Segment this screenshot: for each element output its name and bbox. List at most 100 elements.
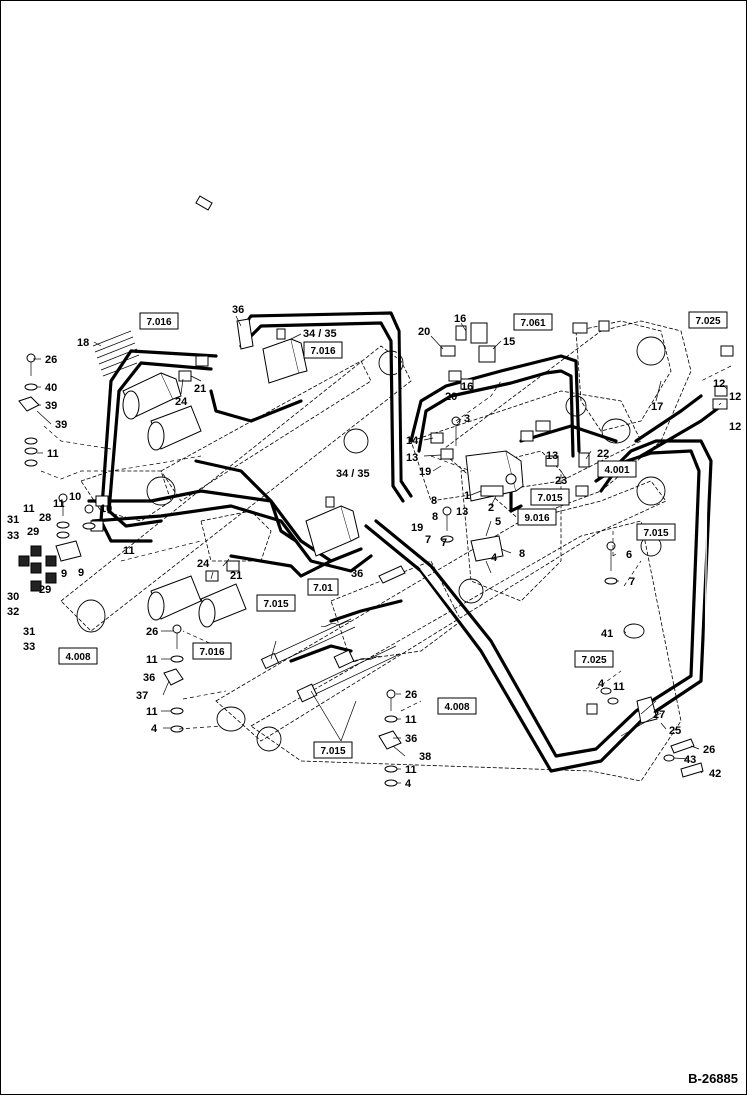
ref-box: 7.01: [307, 578, 339, 596]
callout: 38: [419, 751, 431, 763]
svg-text:7.025: 7.025: [695, 316, 720, 327]
callout: 16: [454, 313, 466, 325]
ref-box: 7.016: [303, 341, 343, 359]
svg-text:9.016: 9.016: [524, 513, 549, 524]
callout: 20: [418, 326, 430, 338]
callout: 43: [684, 754, 696, 766]
svg-text:7.01: 7.01: [313, 583, 333, 594]
cylinder-lower-left: [260, 618, 356, 670]
svg-text:4.001: 4.001: [604, 465, 629, 476]
reference-boxes: 7.016 7.016 7.016 7.061 7.025 7.025 4.00…: [58, 311, 728, 759]
callout: 33: [7, 530, 19, 542]
callout: 8: [432, 511, 438, 523]
callout: 23: [555, 475, 567, 487]
svg-text:7.015: 7.015: [643, 528, 668, 539]
ref-box: 7.015: [530, 488, 570, 506]
callout: 2: [488, 502, 494, 514]
svg-text:7.015: 7.015: [263, 599, 288, 610]
hose-inner-highlights: [104, 316, 708, 767]
callout: 8: [431, 495, 437, 507]
callout: 36: [405, 733, 417, 745]
callout: 10: [69, 491, 81, 503]
callout: 31: [7, 514, 19, 526]
callout: 14: [406, 435, 419, 447]
callout: 37: [136, 690, 148, 702]
callout: 25: [669, 725, 681, 737]
coil-spring: [92, 330, 140, 377]
callout: 11: [405, 764, 417, 776]
drawing-number: B-26885: [688, 1071, 738, 1086]
item-callouts: 26 40 39 39 11 18 36 34 / 35 20 16 15 21…: [7, 304, 741, 790]
callout: 6: [626, 549, 632, 561]
callout: 11: [146, 706, 158, 718]
hydraulic-hoses: [87, 311, 723, 773]
callout: 11: [53, 498, 65, 510]
callout: 13: [546, 450, 558, 462]
callout: 11: [47, 448, 59, 460]
callout: 39: [45, 400, 57, 412]
callout: 40: [45, 382, 57, 394]
couplers-and-fittings: [18, 195, 734, 787]
callout: 7: [441, 537, 447, 549]
callout: 1: [464, 490, 470, 502]
callout: 12: [729, 421, 741, 433]
callout: 26: [703, 744, 715, 756]
ref-box: 4.008: [437, 697, 477, 715]
callout: 36: [232, 304, 244, 316]
callout: 33: [23, 641, 35, 653]
callout: 36: [351, 568, 363, 580]
ref-box: 7.061: [513, 313, 553, 331]
svg-text:7.025: 7.025: [581, 655, 606, 666]
callout: 9: [78, 567, 84, 579]
callout: 28: [39, 512, 51, 524]
callout: 32: [7, 606, 19, 618]
ref-box: 7.025: [688, 311, 728, 329]
callout: 9: [61, 568, 67, 580]
callout: 19: [419, 466, 431, 478]
valve-block-center: [465, 450, 524, 502]
ref-box: 4.008: [58, 647, 98, 665]
callout: 21: [230, 570, 242, 582]
callout: 3: [464, 413, 470, 425]
callout: 29: [39, 584, 51, 596]
callout: 27: [653, 709, 665, 721]
callout: 11: [405, 714, 417, 726]
ref-box: 7.015: [313, 741, 353, 759]
svg-text:4.008: 4.008: [444, 702, 469, 713]
callout: 4: [598, 678, 605, 690]
callout: 18: [77, 337, 89, 349]
ref-box: 9.016: [517, 508, 557, 526]
callout: 24: [197, 558, 210, 570]
svg-text:7.015: 7.015: [537, 493, 562, 504]
leader-lines: [33, 315, 732, 784]
ref-box: 7.016: [139, 312, 179, 330]
callout: 29: [27, 526, 39, 538]
callout: 42: [709, 768, 721, 780]
callout: 41: [601, 628, 613, 640]
quick-coupler-lower-2: [198, 583, 247, 628]
ref-box: 7.015: [636, 523, 676, 541]
cylinder-lower-right: [296, 645, 401, 703]
svg-text:7.015: 7.015: [320, 746, 345, 757]
valve-block-lower: [305, 496, 360, 557]
callout: 7: [629, 576, 635, 588]
callout: 20: [445, 391, 457, 403]
callout: 12: [729, 391, 741, 403]
ref-box: 4.001: [597, 460, 637, 478]
callout: 24: [175, 396, 188, 408]
callout: 11: [613, 681, 625, 693]
valve-block-upper: [262, 328, 308, 384]
callout: 19: [411, 522, 423, 534]
callout: 8: [519, 548, 525, 560]
callout: 30: [7, 591, 19, 603]
quick-coupler-upper-2: [147, 405, 202, 451]
quick-coupler-lower-1: [147, 575, 202, 621]
callout: 12: [713, 378, 725, 390]
callout: 4: [405, 778, 412, 790]
callout: 7: [425, 534, 431, 546]
callout: 22: [597, 448, 609, 460]
callout: 39: [55, 419, 67, 431]
svg-text:7.016: 7.016: [146, 317, 171, 328]
callout: 13: [406, 452, 418, 464]
